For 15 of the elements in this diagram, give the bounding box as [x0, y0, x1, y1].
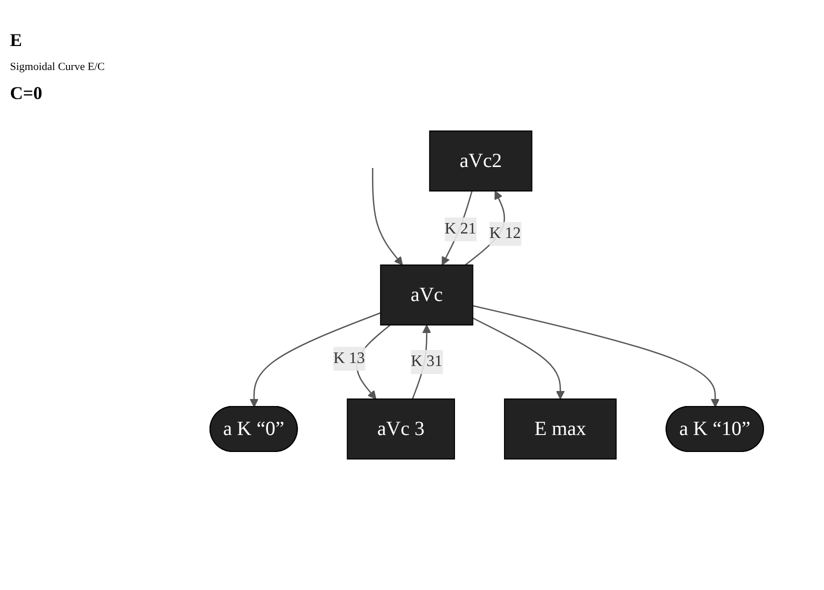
edge-label: K 21: [444, 220, 477, 238]
axis-label: E: [10, 30, 24, 51]
edge-label: K 31: [411, 352, 443, 370]
curve-caption: Sigmoidal Curve E/C: [10, 61, 106, 73]
node-box: aVc: [380, 264, 474, 326]
node-box: aVc2: [429, 130, 533, 192]
arrow: [472, 318, 565, 400]
axis-label: C=0: [10, 83, 44, 104]
edge-label: K 12: [490, 224, 522, 242]
arrow: [250, 312, 382, 408]
arrow: [472, 305, 720, 408]
arrow: [372, 168, 404, 266]
edge-label: K 13: [334, 350, 366, 367]
node-box: E max: [504, 398, 617, 460]
node-box: aVc 3: [347, 398, 456, 460]
